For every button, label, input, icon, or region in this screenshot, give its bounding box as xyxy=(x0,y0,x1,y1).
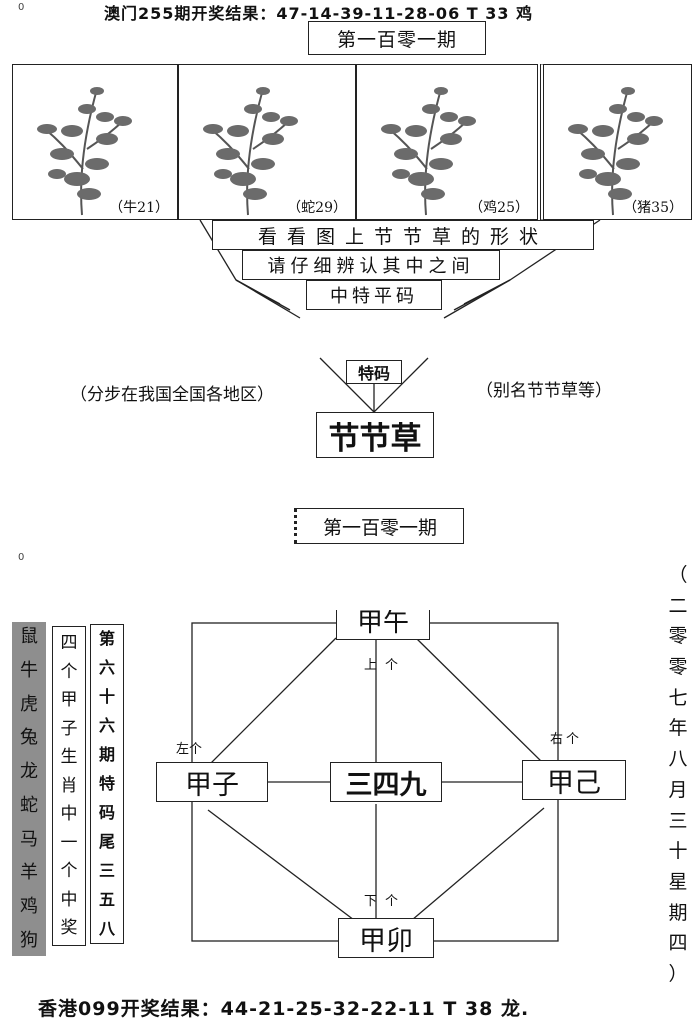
note-distribution: （分步在我国全国各地区） xyxy=(70,385,274,405)
column-char: 十 xyxy=(668,840,688,863)
column-char: 十 xyxy=(98,687,115,706)
jiazi-column: 四个甲子生肖中一个中奖 xyxy=(52,626,86,946)
page-marker-mid: 0 xyxy=(18,552,25,563)
column-char: 牛 xyxy=(20,659,38,681)
period-title-mid: 第一百零一期 xyxy=(294,508,464,544)
column-char: 七 xyxy=(668,686,688,709)
column-char: 二 xyxy=(668,594,688,617)
page-marker-top: 0 xyxy=(18,2,25,13)
column-char: 子 xyxy=(60,718,78,739)
column-char: 尾 xyxy=(98,832,115,851)
column-char: 期 xyxy=(98,745,115,764)
plant-panel-4: （猪35） xyxy=(540,64,692,220)
column-char: 三 xyxy=(98,861,115,880)
date-column: （二零零七年八月三十星期四） xyxy=(662,566,694,984)
label-right: 右个 xyxy=(550,732,583,747)
macau-result-header: 澳门255期开奖结果：47-14-39-11-28-06 T 33 鸡 xyxy=(104,4,534,23)
column-char: 甲 xyxy=(60,690,78,710)
hongkong-result-footer: 香港099开奖结果：44-21-25-32-22-11 T 38 龙. xyxy=(38,998,530,1020)
column-char: 第 xyxy=(98,629,115,648)
column-char: 一 xyxy=(60,832,78,853)
column-char: 龙 xyxy=(20,761,38,783)
column-char: 个 xyxy=(60,861,78,881)
plant-panel-2: （蛇29） xyxy=(178,64,356,220)
column-char: 星 xyxy=(668,870,688,893)
plant-illustration-icon xyxy=(381,87,476,216)
column-char: 鼠 xyxy=(20,626,38,647)
column-char: 四 xyxy=(60,633,78,653)
funnel-line-1: 看看图上节节草的形状 xyxy=(212,220,594,250)
column-char: 虎 xyxy=(20,693,38,715)
funnel-line-2: 请仔细辨认其中之间 xyxy=(242,250,500,280)
plant-name-title: 节节草 xyxy=(316,412,434,458)
column-char: 肖 xyxy=(60,775,78,796)
column-char: 五 xyxy=(98,890,115,909)
issue-column: 第六十六期特码尾三五八 xyxy=(90,624,124,944)
column-char: 狗 xyxy=(20,929,38,951)
node-left: 甲子 xyxy=(156,762,268,802)
column-char: 四 xyxy=(668,932,688,955)
plant-illustration-icon xyxy=(203,87,298,216)
column-char: 月 xyxy=(668,778,688,801)
column-char: 八 xyxy=(98,919,115,938)
node-top: 甲午 xyxy=(336,610,430,640)
column-char: 码 xyxy=(98,803,115,822)
node-bottom: 甲卯 xyxy=(338,918,434,958)
column-char: ） xyxy=(668,962,688,985)
column-char: 零 xyxy=(668,656,688,679)
special-number-box: 特码 xyxy=(346,360,402,384)
column-char: 奖 xyxy=(60,918,78,938)
column-char: 马 xyxy=(20,828,38,850)
period-title-top: 第一百零一期 xyxy=(308,21,486,55)
column-char: 六 xyxy=(98,716,115,735)
label-left: 左个 xyxy=(176,742,203,757)
panel-caption: （牛21） xyxy=(109,200,169,216)
plant-panel-1: （牛21） xyxy=(12,64,178,220)
plant-illustration-icon xyxy=(37,87,132,216)
label-top: 上个 xyxy=(364,658,407,673)
column-char: 生 xyxy=(60,747,78,767)
column-char: 个 xyxy=(60,661,78,682)
node-right: 甲己 xyxy=(522,760,626,800)
column-char: 三 xyxy=(668,809,688,832)
note-alias: （别名节节草等） xyxy=(476,381,612,401)
column-char: 羊 xyxy=(20,862,38,884)
funnel-line-3: 中特平码 xyxy=(306,280,442,310)
column-char: 鸡 xyxy=(20,896,38,918)
plant-illustration-icon xyxy=(568,87,663,216)
column-char: 年 xyxy=(668,717,688,740)
label-bottom: 下个 xyxy=(364,894,407,909)
plant-panel-3: （鸡25） xyxy=(356,64,538,220)
column-char: 特 xyxy=(98,774,115,793)
panel-caption: （猪35） xyxy=(623,200,683,216)
zodiac-column: 鼠牛虎兔龙蛇马羊鸡狗 xyxy=(12,622,46,956)
panel-caption: （蛇29） xyxy=(287,200,347,216)
column-char: 中 xyxy=(60,804,78,824)
column-char: 期 xyxy=(668,901,688,924)
column-char: 中 xyxy=(60,889,78,910)
column-char: 兔 xyxy=(20,727,38,749)
panel-caption: （鸡25） xyxy=(469,200,529,216)
column-char: 蛇 xyxy=(20,794,38,816)
column-char: 零 xyxy=(668,625,688,648)
column-char: （ xyxy=(668,564,688,586)
column-char: 六 xyxy=(98,658,115,677)
node-center: 三四九 xyxy=(330,762,442,802)
column-char: 八 xyxy=(668,748,688,771)
